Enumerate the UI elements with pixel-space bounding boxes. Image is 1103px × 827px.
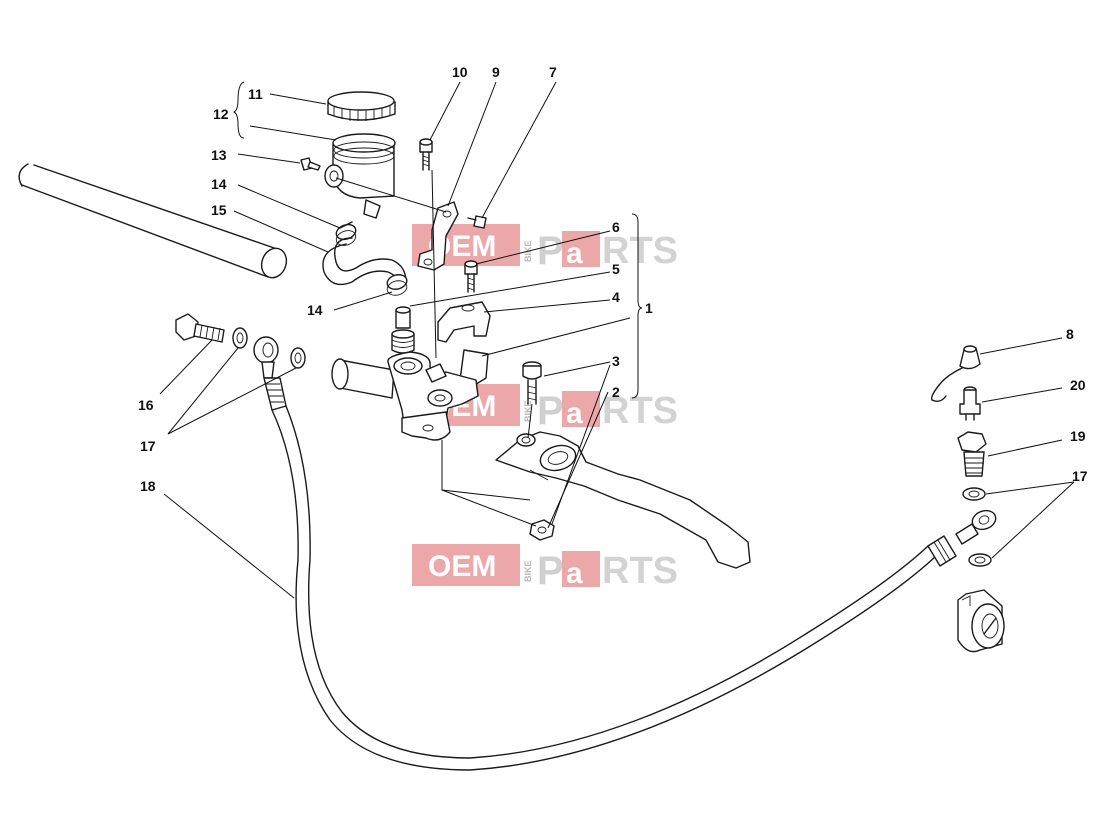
- callout-12: 12: [213, 106, 229, 122]
- callout-18: 18: [140, 478, 156, 494]
- callout-5: 5: [612, 261, 620, 277]
- banjo-bolt: [175, 313, 225, 343]
- callout-7: 7: [549, 64, 557, 80]
- bleed-cap: [930, 345, 981, 403]
- callout-2: 2: [612, 384, 620, 400]
- watermark-p-text: P: [537, 549, 564, 593]
- watermark-bike-text: BIKE: [523, 560, 533, 582]
- callout-labels: 11 12 13 14 15 14 10 9 7 6 5 4 1 3 2 16 …: [138, 64, 1088, 494]
- watermark-a-text: a: [566, 237, 583, 270]
- slave-cylinder-port: [957, 589, 1005, 653]
- callout-14-upper: 14: [211, 176, 227, 192]
- watermark-top: OEM BIKE P a RTS: [412, 224, 678, 273]
- sealing-washer: [232, 327, 248, 349]
- callout-6: 6: [612, 219, 620, 235]
- pivot-bolt: [522, 361, 542, 405]
- callout-17-left: 17: [140, 438, 156, 454]
- sealing-washer: [290, 347, 306, 369]
- callout-11: 11: [248, 86, 263, 102]
- sealing-washer-slave: [962, 487, 986, 501]
- callout-9: 9: [492, 64, 500, 80]
- pivot-nut: [529, 519, 555, 541]
- reservoir-body: [324, 133, 396, 219]
- banjo-fitting-slave: [955, 509, 997, 545]
- hose-fitting: [391, 306, 415, 354]
- sealing-washer-slave: [968, 553, 992, 567]
- callout-1: 1: [645, 300, 653, 316]
- callout-13: 13: [211, 147, 227, 163]
- callout-8: 8: [1066, 326, 1074, 342]
- banjo-fitting: [253, 336, 279, 379]
- callout-15: 15: [211, 202, 227, 218]
- watermark-p-text: P: [537, 229, 564, 273]
- watermark-a-text: a: [566, 397, 583, 430]
- clutch-hose: [263, 377, 957, 771]
- bracket-screw-long: [419, 138, 433, 171]
- leader-lines: [159, 81, 1075, 599]
- watermark-p-text: P: [537, 389, 564, 433]
- reservoir-screw: [300, 157, 321, 171]
- watermark-bottom: OEM BIKE P a RTS: [412, 544, 678, 593]
- callout-20: 20: [1070, 377, 1086, 393]
- hose-clamp-lower: [386, 274, 408, 296]
- callout-17-right: 17: [1072, 468, 1088, 484]
- callout-3: 3: [612, 353, 620, 369]
- handlebar-tube: [18, 163, 288, 279]
- handlebar-clamp-top: [437, 301, 491, 343]
- clamp-screw: [464, 260, 478, 293]
- callout-14-lower: 14: [307, 302, 323, 318]
- master-cylinder-body: [331, 351, 479, 441]
- watermark-rts-text: RTS: [602, 230, 678, 272]
- watermark-bike-text: BIKE: [523, 400, 533, 422]
- callout-4: 4: [612, 289, 620, 305]
- reservoir-hose: [322, 237, 407, 287]
- watermark-rts-text: RTS: [602, 550, 678, 592]
- watermark-a-text: a: [566, 557, 583, 590]
- bleed-valve: [959, 386, 981, 421]
- clutch-lever: [495, 431, 751, 569]
- callout-16: 16: [138, 397, 154, 413]
- banjo-bolt-slave: [957, 431, 987, 477]
- callout-10: 10: [452, 64, 468, 80]
- watermark-rts-text: RTS: [602, 390, 678, 432]
- watermark-oem-text: OEM: [428, 550, 496, 583]
- callout-19: 19: [1070, 428, 1086, 444]
- reservoir-cap: [327, 91, 396, 121]
